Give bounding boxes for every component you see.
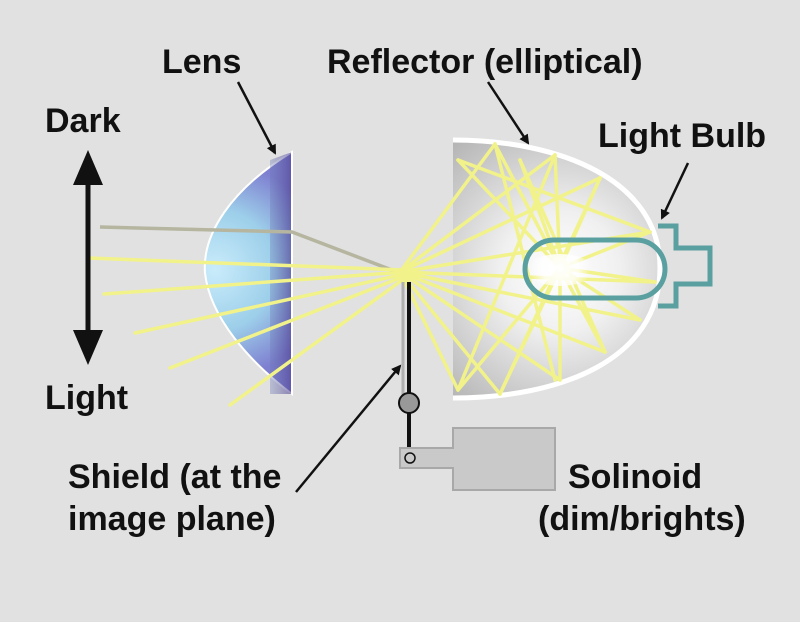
label-lens: Lens bbox=[162, 43, 242, 81]
reference-ray bbox=[99, 225, 406, 277]
label-dark: Dark bbox=[45, 102, 121, 140]
label-solenoid-line2: (dim/brights) bbox=[538, 500, 746, 538]
label-solenoid-line1: Solinoid bbox=[568, 458, 703, 496]
dark-light-arrow bbox=[73, 150, 103, 365]
lens bbox=[203, 150, 293, 397]
label-solenoid: Solinoid (dim/brights) bbox=[538, 456, 766, 540]
shield bbox=[398, 282, 420, 458]
label-shield-line2: image plane) bbox=[68, 500, 276, 538]
label-shield-line1: Shield (at the bbox=[68, 458, 282, 496]
light-bulb bbox=[522, 223, 713, 309]
label-shield: Shield (at the image plane) bbox=[68, 456, 281, 540]
label-light: Light bbox=[45, 379, 129, 417]
label-light-bulb: Light Bulb bbox=[598, 117, 767, 155]
label-pointers bbox=[236, 81, 690, 493]
solenoid bbox=[399, 427, 556, 491]
label-reflector: Reflector (elliptical) bbox=[327, 43, 643, 81]
